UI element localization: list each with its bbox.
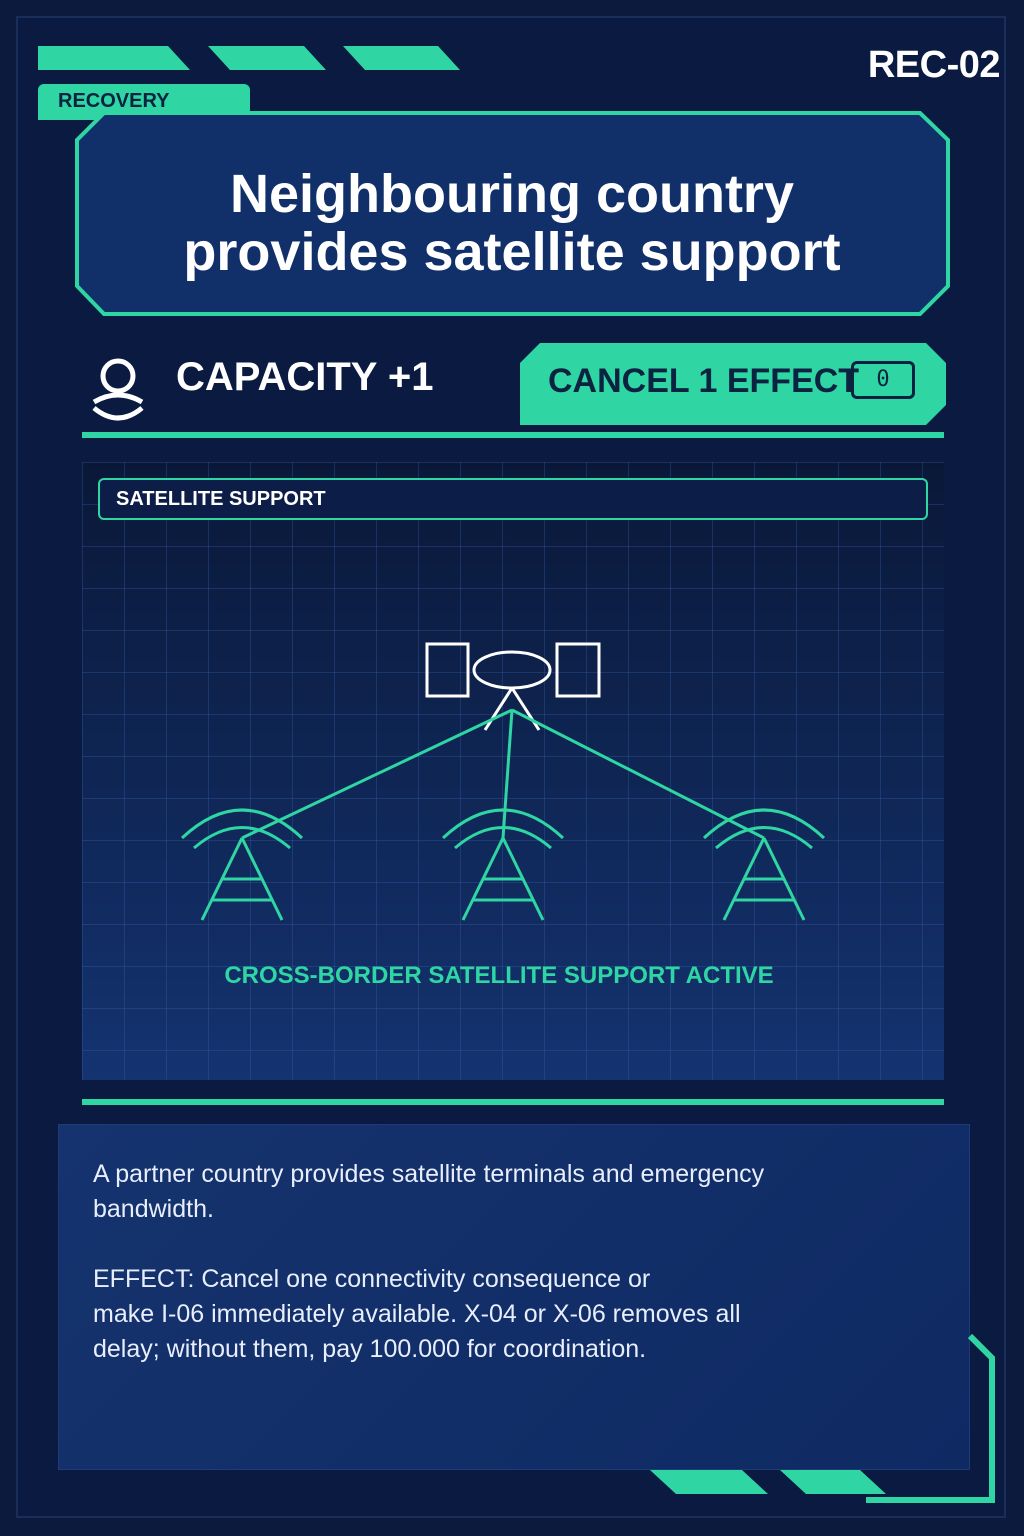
effect-text: EFFECT: Cancel one connectivity conseque… [93, 1265, 741, 1363]
panel-status: CROSS-BORDER SATELLITE SUPPORT ACTIVE [224, 962, 774, 989]
card-code: REC-02 [867, 44, 1001, 86]
corner-decoration [650, 1333, 995, 1503]
beam-right [511, 708, 765, 840]
title-line-1: Neighbouring country [230, 164, 794, 224]
description-text: A partner country provides satellite ter… [93, 1160, 765, 1223]
panel-header: SATELLITE SUPPORT [98, 478, 928, 520]
top-stripes [38, 46, 460, 70]
title-box [75, 111, 950, 316]
title-line-2: provides satellite support [183, 222, 841, 282]
divider-bottom [82, 1099, 944, 1105]
tower-icon [180, 808, 304, 921]
beam-center [501, 709, 514, 839]
effect-label: CANCEL 1 EFFECT [548, 362, 860, 400]
beam-left [241, 708, 513, 840]
person-icon [92, 358, 144, 421]
divider-top [82, 432, 944, 438]
effect-banner [520, 343, 946, 425]
satellite-icon [425, 642, 601, 731]
effect-badge: 0 [851, 361, 915, 399]
tower-icon [702, 808, 826, 921]
description-box: A partner country provides satellite ter… [58, 1124, 970, 1470]
capacity-label: CAPACITY +1 [176, 355, 434, 399]
satellite-diagram [180, 642, 826, 921]
card-title: Neighbouring country provides satellite … [110, 165, 914, 281]
tower-icon [441, 808, 565, 921]
illustration-panel: SATELLITE SUPPORT [82, 462, 944, 1080]
